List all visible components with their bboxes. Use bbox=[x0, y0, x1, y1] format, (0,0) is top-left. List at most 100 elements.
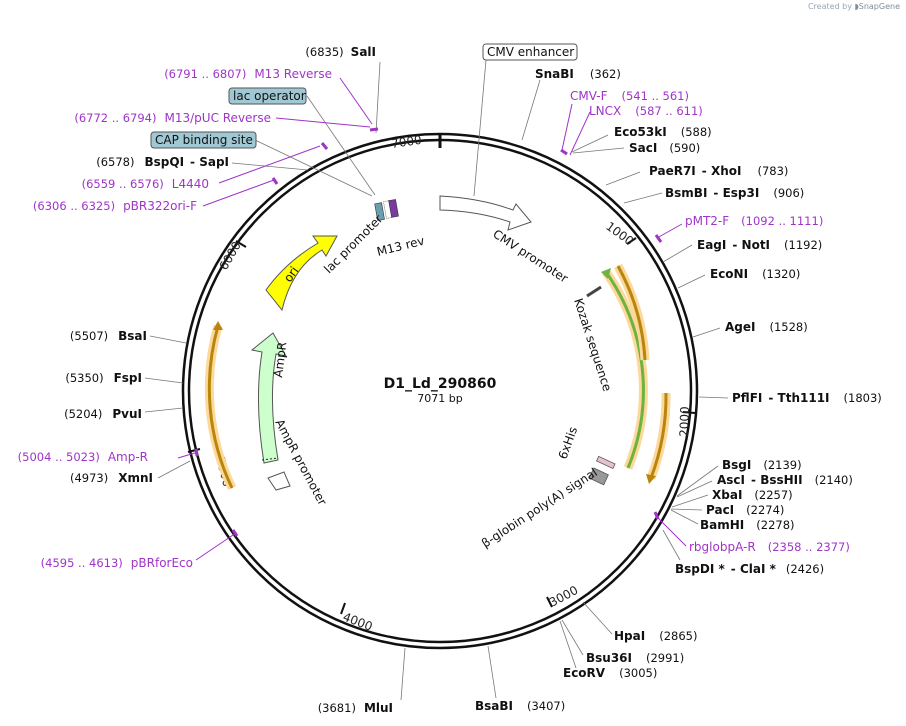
primer-cmv-f[interactable]: CMV-F(541 .. 561) bbox=[570, 89, 689, 103]
leader-xmni bbox=[157, 460, 191, 479]
enzyme-bamhi[interactable]: BamHI(2278) bbox=[700, 518, 795, 532]
leader-m13-reverse bbox=[339, 77, 373, 125]
enzyme-paci[interactable]: PacI(2274) bbox=[706, 503, 784, 517]
primer-mark-rbglob bbox=[653, 511, 660, 520]
primer-m13-puc-reverse[interactable]: (6772 .. 6794)M13/pUC Reverse bbox=[74, 111, 271, 125]
enzyme-saci[interactable]: SacI(590) bbox=[629, 141, 700, 155]
ampr-label: AmpR bbox=[271, 341, 289, 378]
orf-orange-arrowhead bbox=[646, 474, 656, 484]
enzyme-hpai[interactable]: HpaI(2865) bbox=[614, 629, 697, 643]
orf-green-arrowhead bbox=[601, 268, 611, 279]
leader-bsai bbox=[149, 335, 187, 344]
cap-binding-site-label: CAP binding site bbox=[155, 133, 253, 147]
leader-bspdi bbox=[662, 529, 681, 561]
leader-agei bbox=[692, 327, 721, 338]
primer-mark-amp-r bbox=[194, 448, 199, 457]
tick-label-3000: 3000 bbox=[547, 583, 581, 610]
leader-saci bbox=[572, 147, 625, 154]
enzyme-ecorv[interactable]: EcoRV(3005) bbox=[563, 666, 657, 680]
tick-mark-5000 bbox=[187, 448, 201, 453]
leader-mlui bbox=[400, 647, 406, 701]
enzyme-econi[interactable]: EcoNI(1320) bbox=[710, 267, 800, 281]
polya-label: β-globin poly(A) signal bbox=[479, 465, 600, 550]
enzyme-bsu36i[interactable]: Bsu36I(2991) bbox=[586, 651, 684, 665]
orf-orange-arc-3[interactable] bbox=[207, 325, 234, 489]
enzyme-xbai[interactable]: XbaI(2257) bbox=[712, 488, 793, 502]
enzyme-bsai[interactable]: (5507)BsaI bbox=[70, 329, 147, 343]
cmv-promoter-arrow[interactable] bbox=[439, 195, 532, 231]
primer-amp-r[interactable]: (5004 .. 5023)Amp-R bbox=[18, 450, 148, 464]
primer-m13-reverse[interactable]: (6791 .. 6807)M13 Reverse bbox=[164, 67, 332, 81]
enzyme-bspqi-sapi[interactable]: (6578)BspQI- SapI bbox=[96, 155, 229, 169]
enzyme-eagi-noti[interactable]: EagI- NotI(1192) bbox=[697, 238, 822, 252]
tick-label-1000: 1000 bbox=[603, 219, 636, 248]
enzyme-bsmbi-esp3i[interactable]: BsmBI- Esp3I(906) bbox=[665, 186, 804, 200]
kozak-label: Kozak sequence bbox=[571, 297, 614, 393]
primer-marks bbox=[194, 127, 663, 537]
tick-mark-1000 bbox=[626, 237, 637, 245]
leader-eagi bbox=[662, 244, 693, 263]
enzyme-bsgi[interactable]: BsgI(2139) bbox=[722, 458, 802, 472]
enzyme-bsabi[interactable]: BsaBI(3407) bbox=[475, 699, 565, 713]
cmv-enhancer-label: CMV enhancer bbox=[487, 45, 574, 59]
enzyme-mlui[interactable]: (3681)MluI bbox=[318, 701, 393, 715]
leader-paci bbox=[670, 508, 703, 511]
primer-pbrforeco[interactable]: (4595 .. 4613)pBRforEco bbox=[41, 556, 193, 570]
enzyme-sali[interactable]: (6835)SalI bbox=[305, 45, 376, 59]
enzyme-pflfi-tth111i[interactable]: PflFI- Tth111I(1803) bbox=[732, 391, 882, 405]
leader-bsmbi bbox=[623, 192, 663, 204]
enzyme-eco53ki[interactable]: Eco53kI(588) bbox=[614, 125, 712, 139]
his-tag-label: 6xHis bbox=[556, 425, 581, 461]
leader-bsgi bbox=[676, 465, 719, 497]
ampr-promoter-arrow[interactable] bbox=[267, 471, 291, 491]
lac-operator-box[interactable] bbox=[228, 87, 307, 105]
ampr-dashed-boundary bbox=[261, 457, 279, 461]
tick-mark-3000 bbox=[546, 596, 553, 608]
enzyme-bspdi-clai[interactable]: BspDI *- ClaI *(2426) bbox=[675, 562, 824, 576]
primer-mark-pbrforeco bbox=[231, 529, 239, 537]
primer-pmt2-f[interactable]: pMT2-F(1092 .. 1111) bbox=[685, 214, 823, 228]
tick-mark-6000 bbox=[235, 240, 247, 248]
enzyme-snabi[interactable]: SnaBI(362) bbox=[535, 67, 621, 81]
leader-pmt2-f bbox=[656, 223, 683, 239]
enzyme-xmni[interactable]: (4973)XmnI bbox=[70, 471, 153, 485]
leader-xbai bbox=[671, 494, 709, 508]
enzyme-asci-bsshii[interactable]: AscI- BssHII(2140) bbox=[717, 473, 853, 487]
cap-binding-site-box[interactable] bbox=[150, 131, 257, 149]
primer-labels: (6791 .. 6807)M13 Reverse (6772 .. 6794)… bbox=[18, 67, 850, 570]
leader-amp-r bbox=[177, 451, 199, 459]
leader-m13-puc bbox=[275, 117, 371, 128]
credit-prefix: Created by bbox=[807, 2, 852, 11]
cmv-enhancer-box[interactable] bbox=[482, 43, 578, 61]
plasmid-name: D1_Ld_290860 bbox=[384, 376, 497, 392]
leader-cmv-f bbox=[561, 103, 573, 151]
orf-orange-arc-1[interactable] bbox=[616, 265, 647, 361]
primer-pbr322ori-f[interactable]: (6306 .. 6325)pBR322ori-F bbox=[33, 199, 197, 213]
kozak-mark bbox=[586, 285, 602, 298]
enzyme-paer7i-xhoi[interactable]: PaeR7I- XhoI(783) bbox=[649, 164, 788, 178]
leader-bsabi bbox=[487, 645, 497, 699]
tick-label-7000: 7000 bbox=[390, 133, 422, 151]
ampr-arrow[interactable] bbox=[250, 332, 287, 464]
plasmid-length: 7071 bp bbox=[417, 392, 462, 405]
primer-mark-cmv-f bbox=[560, 148, 568, 156]
primer-mark-pbr322 bbox=[271, 177, 279, 185]
orf-orange-arrowhead-3 bbox=[213, 321, 223, 330]
ori-arrow[interactable] bbox=[265, 235, 338, 312]
leader-lines bbox=[144, 59, 729, 701]
orf-orange-arc-2[interactable] bbox=[649, 392, 668, 479]
enzyme-pvui[interactable]: (5204)PvuI bbox=[64, 407, 142, 421]
lac-operator-mark bbox=[374, 202, 385, 221]
leader-paer7i bbox=[605, 171, 641, 186]
primer-rbglobpa-r[interactable]: rbglobpA-R(2358 .. 2377) bbox=[689, 540, 850, 554]
snapgene-credit: Created by ◗SnapGene bbox=[808, 2, 900, 11]
tick-mark-2000 bbox=[682, 411, 696, 414]
leader-pvui bbox=[144, 407, 184, 413]
enzyme-agei[interactable]: AgeI(1528) bbox=[725, 320, 808, 334]
leader-bsu36i bbox=[561, 619, 584, 656]
enzyme-fspi[interactable]: (5350)FspI bbox=[65, 371, 142, 385]
orf-green-arc[interactable] bbox=[604, 271, 645, 469]
primer-lncx[interactable]: LNCX(587 .. 611) bbox=[589, 104, 703, 118]
primer-l4440[interactable]: (6559 .. 6576)L4440 bbox=[82, 177, 209, 191]
